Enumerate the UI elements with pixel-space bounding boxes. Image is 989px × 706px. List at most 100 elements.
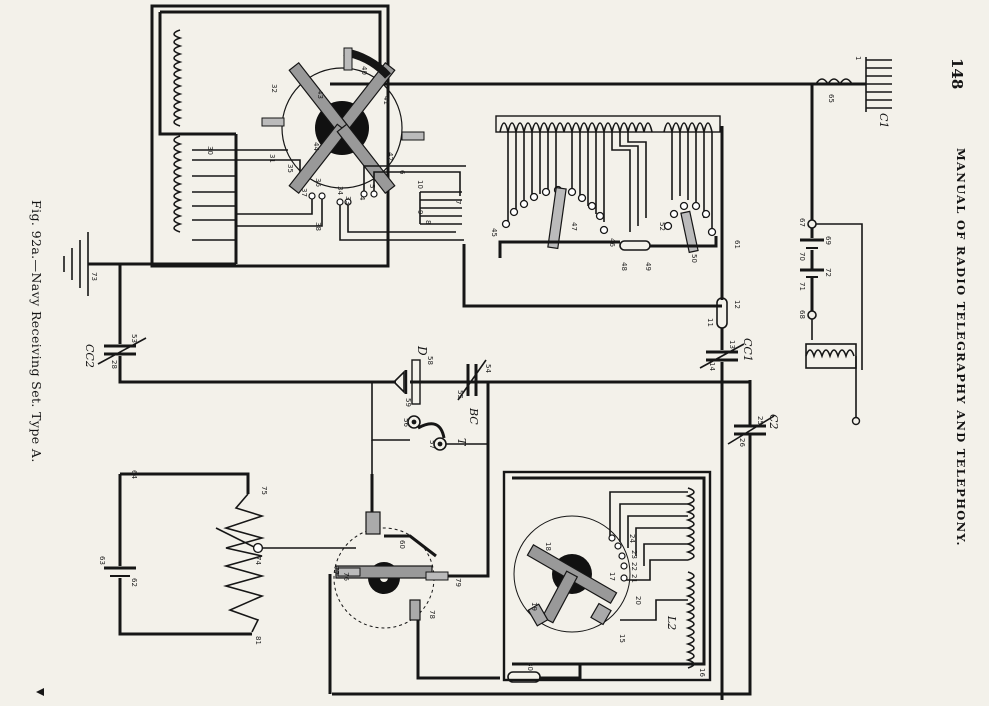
terminal-11: 11 xyxy=(706,318,714,327)
terminal-63: 63 xyxy=(98,556,106,565)
label-l2: L2 xyxy=(665,615,678,630)
terminal-53: 53 xyxy=(130,334,138,343)
relay-coil xyxy=(805,343,861,426)
terminal-67: 67 xyxy=(798,218,806,227)
capacitor-cc1 xyxy=(699,343,745,369)
terminal-8: 8 xyxy=(424,220,432,224)
figure-caption: Fig. 92a.—Navy Receiving Set. Type A. xyxy=(29,200,44,463)
terminal-34: 34 xyxy=(336,186,344,195)
terminal-33: 33 xyxy=(344,196,352,205)
terminal-56: 56 xyxy=(402,418,410,427)
terminal-61: 61 xyxy=(733,240,741,249)
page-header: MANUAL OF RADIO TELEGRAPHY AND TELEPHONY… xyxy=(954,148,968,547)
terminal-24: 24 xyxy=(628,534,636,543)
capacitor-bc xyxy=(457,359,487,401)
terminal-37: 37 xyxy=(300,188,308,197)
label-cc2: CC2 xyxy=(83,344,96,368)
terminal-strip xyxy=(236,165,466,241)
page-number: 148 xyxy=(948,58,966,89)
terminal-23: 23 xyxy=(630,550,638,559)
terminal-69: 69 xyxy=(824,236,832,245)
label-t: T xyxy=(455,438,468,447)
terminal-58: 58 xyxy=(426,356,434,365)
terminal-75: 75 xyxy=(260,486,268,495)
terminal-4: 4 xyxy=(358,196,366,201)
terminal-41: 41 xyxy=(382,96,390,105)
terminal-36: 36 xyxy=(314,178,322,187)
terminal-55: 55 xyxy=(456,390,464,399)
terminal-60: 60 xyxy=(398,540,406,549)
terminal-73: 73 xyxy=(90,272,98,281)
terminal-9: 9 xyxy=(416,210,424,214)
terminal-72: 72 xyxy=(824,268,832,277)
terminal-38: 38 xyxy=(314,222,322,231)
terminal-12: 12 xyxy=(733,300,741,309)
terminal-45: 45 xyxy=(490,228,498,237)
capacitor-cc2 xyxy=(97,337,147,365)
terminal-10: 10 xyxy=(416,180,424,189)
label-c2: C2 xyxy=(767,414,780,429)
terminal-81: 81 xyxy=(254,636,262,645)
terminal-15: 15 xyxy=(618,634,626,643)
terminal-62: 62 xyxy=(130,578,138,587)
terminal-68: 68 xyxy=(798,310,806,319)
antenna-c1 xyxy=(865,57,892,112)
terminal-35: 35 xyxy=(286,164,294,173)
label-c1: C1 xyxy=(877,113,890,128)
terminal-43: 43 xyxy=(316,90,324,99)
terminal-47: 47 xyxy=(570,222,578,231)
terminal-32: 32 xyxy=(270,84,278,93)
terminal-7: 7 xyxy=(454,200,462,204)
terminal-17: 17 xyxy=(608,572,616,581)
terminal-70: 70 xyxy=(798,252,806,261)
terminal-76: 76 xyxy=(342,572,350,581)
terminal-19: 19 xyxy=(530,602,538,611)
terminal-71: 71 xyxy=(798,282,806,291)
terminal-49: 49 xyxy=(644,262,652,271)
terminal-42: 42 xyxy=(386,152,394,161)
terminal-64: 64 xyxy=(130,470,138,479)
terminal-26: 26 xyxy=(738,438,746,447)
detector-d xyxy=(392,359,421,405)
terminal-5: 5 xyxy=(368,184,376,188)
label-bc: BC xyxy=(467,407,480,425)
terminal-59: 59 xyxy=(404,398,412,407)
terminal-52: 52 xyxy=(658,222,666,231)
terminal-18: 18 xyxy=(544,542,552,551)
terminal-28: 28 xyxy=(110,360,118,369)
terminal-20: 20 xyxy=(634,596,642,605)
terminal-74: 74 xyxy=(254,556,262,565)
terminal-80: 80 xyxy=(526,662,534,671)
terminal-54: 54 xyxy=(484,364,492,373)
terminal-78: 78 xyxy=(428,610,436,619)
rheostat xyxy=(215,493,356,633)
terminal-57: 57 xyxy=(428,440,436,449)
loading-coil xyxy=(150,4,390,268)
tuning-inductor-bank xyxy=(495,115,721,254)
variometer-switch xyxy=(261,47,425,195)
lower-switch xyxy=(333,511,449,629)
terminal-25: 25 xyxy=(756,416,764,425)
terminal-77: 77 xyxy=(332,566,340,575)
terminal-48: 48 xyxy=(620,262,628,271)
terminal-40: 40 xyxy=(360,66,368,75)
terminal-65: 65 xyxy=(827,94,835,103)
terminal-14: 14 xyxy=(708,362,716,371)
terminal-50: 50 xyxy=(690,254,698,263)
label-d: D xyxy=(415,345,429,356)
terminal-1: 1 xyxy=(854,56,862,60)
label-cc1: CC1 xyxy=(741,338,754,362)
coil-65 xyxy=(815,78,853,86)
terminal-31: 31 xyxy=(268,154,276,163)
terminal-22: 22 xyxy=(630,562,638,571)
terminal-16: 16 xyxy=(698,668,706,677)
terminal-44: 44 xyxy=(312,142,320,151)
terminal-21: 21 xyxy=(630,574,638,583)
ground-73 xyxy=(63,232,89,296)
battery-63 xyxy=(104,566,136,577)
terminal-79: 79 xyxy=(454,578,462,587)
terminal-30: 30 xyxy=(206,146,214,155)
inductor-l2 xyxy=(502,470,712,682)
